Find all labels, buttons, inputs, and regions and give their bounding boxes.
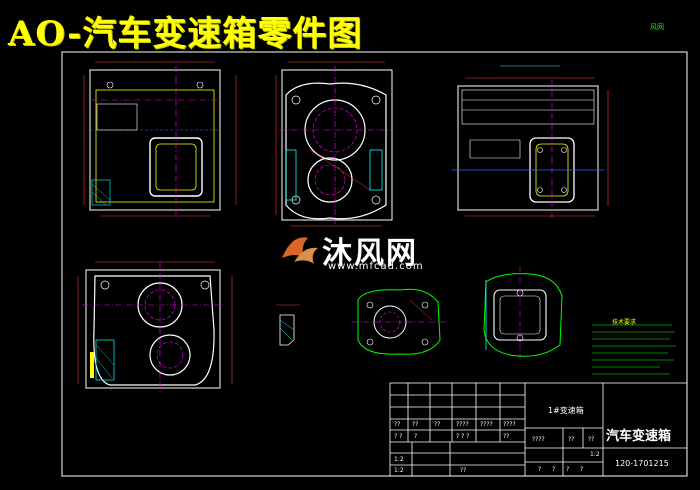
drawing-frame: [61, 51, 688, 477]
title-block-scale: 1:2: [394, 467, 404, 474]
watermark-brand: 沐风网: [322, 236, 418, 271]
title-block-cell: ?: [580, 466, 584, 473]
title-block-cell: ??: [568, 436, 575, 443]
title-block-product-name: 汽车变速箱: [606, 429, 672, 444]
title-block-cell: ?: [414, 433, 418, 440]
title-block-cell: ??: [503, 433, 510, 440]
tech-notes-title: 技术要求: [612, 319, 637, 326]
front-view: [83, 61, 237, 217]
detail-view: [276, 304, 300, 346]
title-block-scale: 1:2: [394, 456, 404, 463]
title-block-cell: ??: [412, 421, 419, 428]
title-block-cell: ????: [480, 421, 493, 428]
title-block-cell: ?: [552, 466, 556, 473]
title-block-cell: ????: [456, 421, 469, 428]
title-block-part-name: 1#变速箱: [548, 406, 584, 415]
title-block-scale-value: 1:2: [590, 451, 600, 458]
title-block-cell: ??: [434, 421, 441, 428]
title-block-cell: ????: [503, 421, 516, 428]
title-block-cell: ??: [460, 467, 467, 474]
drawing-title-banner: AO-汽车变速箱零件图: [8, 14, 363, 54]
flange-view: [352, 288, 446, 355]
watermark-logo-icon: [282, 237, 318, 264]
title-block-cell: ? ? ?: [456, 433, 470, 440]
title-block-cell: ??: [394, 421, 401, 428]
title-block-cell: ? ?: [394, 433, 403, 440]
corner-tag: 风网: [650, 23, 664, 31]
end-view: [275, 61, 393, 227]
side-view: [452, 65, 609, 218]
section-view: [77, 261, 233, 392]
title-block-cell: ?: [566, 466, 570, 473]
watermark-url: www.mfcad.com: [328, 261, 424, 272]
title-block-grid: [389, 382, 688, 477]
title-block-cell: ????: [532, 436, 545, 443]
title-block-cell: ??: [588, 436, 595, 443]
title-block-drawing-code: 120-1701215: [615, 459, 669, 468]
cover-view: [483, 266, 563, 362]
title-block-cell: ?: [538, 466, 542, 473]
tech-notes-lines: [592, 324, 676, 375]
